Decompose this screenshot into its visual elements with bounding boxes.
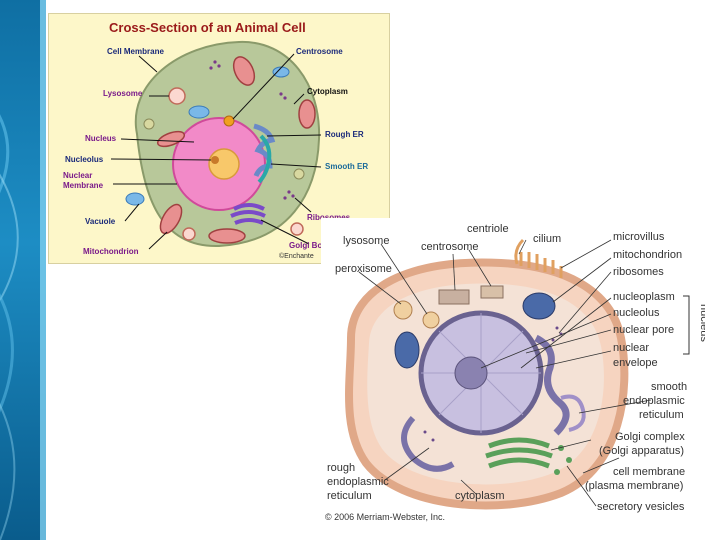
label-rough-reticulum: reticulum — [327, 490, 372, 502]
peroxisome-shape — [393, 300, 413, 320]
label-rough-endoplasmic: endoplasmic — [327, 476, 389, 488]
label-golgi-apparatus: (Golgi apparatus) — [599, 445, 684, 457]
centriole-shape — [480, 285, 504, 299]
label-cell-membrane: Cell Membrane — [107, 47, 164, 56]
label-copyright-enchanted: ©Enchante — [279, 252, 314, 260]
label-centrosome-2: centrosome — [421, 241, 478, 253]
label-mitochondrion-2: mitochondrion — [613, 249, 682, 261]
nucleus-bracket — [683, 295, 690, 355]
label-ribosomes-2: ribosomes — [613, 266, 664, 278]
vacuole-shape-2 — [188, 105, 210, 119]
cross-section-leader-lines — [110, 53, 322, 250]
label-nucleolus: Nucleolus — [65, 155, 104, 164]
label-nuclear: Nuclear — [63, 171, 92, 180]
mitochondrion-shape-6 — [522, 292, 556, 320]
lysosome-shape — [168, 87, 186, 105]
lysosome-shape-2 — [182, 227, 196, 241]
mitochondrion-shape-3 — [159, 203, 183, 235]
smooth-er-shape — [257, 134, 272, 184]
label-cytoplasm-2: cytoplasm — [455, 490, 505, 502]
centrosome-shape-2 — [438, 289, 470, 305]
label-endoplasmic: endoplasmic — [623, 395, 685, 407]
golgi-shape — [230, 203, 266, 225]
label-nucleus: Nucleus — [85, 134, 117, 143]
label-nuclear-pore: nuclear pore — [613, 324, 674, 336]
label-copyright-merriam: © 2006 Merriam-Webster, Inc. — [325, 512, 445, 522]
nucleolus-shape-2 — [454, 356, 488, 390]
label-microvillus: microvillus — [613, 231, 665, 243]
label-rough-er: Rough ER — [325, 130, 364, 139]
rough-er-shape — [253, 123, 276, 178]
label-mitochondrion: Mitochondrion — [83, 247, 139, 256]
label-ribosomes: Ribosomes — [307, 213, 351, 222]
lysosome-shape-3 — [290, 222, 304, 236]
label-secretory-vesicles: secretory vesicles — [597, 501, 685, 513]
mitochondrion-shape-4 — [208, 228, 246, 244]
animal-cell-leader-lines — [358, 239, 652, 507]
label-reticulum: reticulum — [639, 409, 684, 421]
label-cilium: cilium — [533, 233, 561, 245]
label-centriole: centriole — [467, 223, 509, 235]
label-vacuole: Vacuole — [85, 217, 116, 226]
rough-er-shape-2 — [534, 334, 570, 436]
slide-sidebar — [0, 0, 46, 540]
sidebar-swirl-decoration — [0, 114, 19, 540]
label-envelope: envelope — [613, 357, 658, 369]
vacuole-shape-3 — [272, 66, 290, 78]
ribosome-dots — [209, 60, 295, 200]
cross-section-svg: Cross-Section of an Animal Cell — [63, 20, 368, 260]
label-lysosome: Lysosome — [103, 89, 143, 98]
label-nucleoplasm: nucleoplasm — [613, 291, 675, 303]
label-nuclear-2: nuclear — [613, 342, 649, 354]
label-plasma-membrane: (plasma membrane) — [585, 480, 683, 492]
nucleolus-shape — [208, 148, 240, 180]
lysosome-shape-4 — [422, 311, 440, 329]
label-cell-membrane-2: cell membrane — [613, 466, 685, 478]
mitochondrion-shape — [232, 56, 256, 86]
label-smooth-er: Smooth ER — [325, 162, 368, 171]
nucleolus-core — [211, 156, 219, 164]
smooth-er-shape-2 — [560, 394, 586, 432]
label-rough: rough — [327, 462, 355, 474]
vacuole-shape — [125, 192, 145, 206]
label-nucleus-2: nucleus — [698, 304, 705, 342]
label-cytoplasm: Cytoplasm — [307, 87, 348, 96]
sidebar-edge — [40, 0, 46, 540]
vesicle-shape — [143, 118, 155, 130]
rough-er-shape-3 — [401, 415, 455, 472]
label-membrane: Membrane — [63, 181, 104, 190]
cross-section-title: Cross-Section of an Animal Cell — [109, 20, 306, 35]
label-lysosome-2: lysosome — [343, 235, 389, 247]
label-peroxisome: peroxisome — [335, 263, 392, 275]
label-golgi: Golgi Bo — [289, 241, 322, 250]
mitochondrion-shape-2 — [298, 99, 316, 129]
golgi-complex-shape — [485, 437, 553, 469]
label-nucleolus-2: nucleolus — [613, 307, 660, 319]
secretory-vesicles-shape — [554, 445, 572, 475]
animal-cell-svg: lysosome centriole centrosome cilium mic… — [325, 223, 710, 522]
animal-cell-diagram: lysosome centriole centrosome cilium mic… — [321, 218, 710, 525]
vesicle-shape-2 — [293, 168, 305, 180]
mitochondrion-shape-5 — [156, 130, 186, 148]
centrosome-shape — [223, 115, 235, 127]
label-golgi-complex: Golgi complex — [615, 431, 685, 443]
label-smooth: smooth — [651, 381, 687, 393]
mitochondrion-shape-7 — [394, 331, 420, 369]
label-centrosome: Centrosome — [296, 47, 343, 56]
